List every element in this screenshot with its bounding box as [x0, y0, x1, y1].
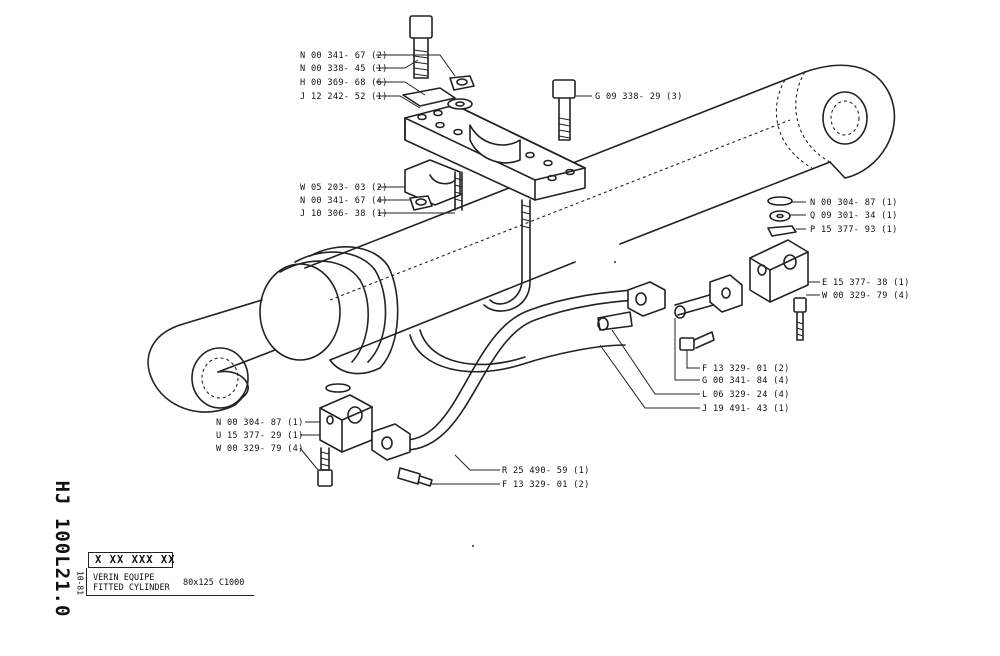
title-english: FITTED CYLINDER [93, 583, 170, 593]
callout-5: G 09 338- 29 (3) [595, 92, 683, 102]
callout-20: W 00 329- 79 (4) [216, 444, 304, 454]
hydraulic-pipes [404, 274, 743, 451]
callout-17: J 19 491- 43 (1) [702, 404, 790, 414]
callout-6: W 05 203- 03 (2) [300, 183, 388, 193]
callout-2: N 00 338- 45 (1) [300, 64, 388, 74]
clamp-assembly [402, 87, 586, 312]
callout-11: P 15 377- 93 (1) [810, 225, 898, 235]
cap-screw-top [409, 15, 475, 110]
callout-18: N 00 304- 87 (1) [216, 418, 304, 428]
cylinder-body [147, 64, 896, 413]
callout-16: L 06 329- 24 (4) [702, 390, 790, 400]
document-date: 10-81 [74, 565, 86, 601]
reference-box: X XX XXX XX [88, 552, 176, 568]
title-spec: 80x125 C1000 [183, 578, 245, 588]
document-code: HJ 100L21.0 [50, 481, 74, 618]
callout-1: N 00 341- 67 (2) [300, 51, 388, 61]
callout-19: U 15 377- 29 (1) [216, 431, 304, 441]
title-block: VERIN EQUIPE FITTED CYLINDER 80x125 C100… [86, 568, 254, 596]
document-code-text: HJ 100L21.0 [51, 480, 73, 618]
callout-22: F 13 329- 01 (2) [502, 480, 590, 490]
callout-7: N 00 341- 67 (4) [300, 196, 388, 206]
reference-number: X XX XXX XX [95, 554, 176, 566]
callout-3: H 00 369- 68 (6) [300, 78, 388, 88]
callout-14: F 13 329- 01 (2) [702, 364, 790, 374]
callout-13: W 00 329- 79 (4) [822, 291, 910, 301]
callout-10: Q 09 301- 34 (1) [810, 211, 898, 221]
callout-15: G 00 341- 84 (4) [702, 376, 790, 386]
document-date-text: 10-81 [75, 570, 85, 596]
left-flange-group [317, 383, 433, 487]
callout-labels: N 00 341- 67 (2) N 00 338- 45 (1) H 00 3… [216, 51, 910, 490]
callout-12: E 15 377- 38 (1) [822, 278, 910, 288]
right-flange-group [749, 196, 809, 341]
callout-21: R 25 490- 59 (1) [502, 466, 590, 476]
callout-4: J 12 242- 52 (1) [300, 92, 388, 102]
title-french: VERIN EQUIPE [93, 573, 155, 583]
callout-9: N 00 304- 87 (1) [810, 198, 898, 208]
leader-lines [299, 54, 820, 485]
callout-8: J 10 306- 38 (1) [300, 209, 388, 219]
bolt-g [552, 79, 576, 141]
